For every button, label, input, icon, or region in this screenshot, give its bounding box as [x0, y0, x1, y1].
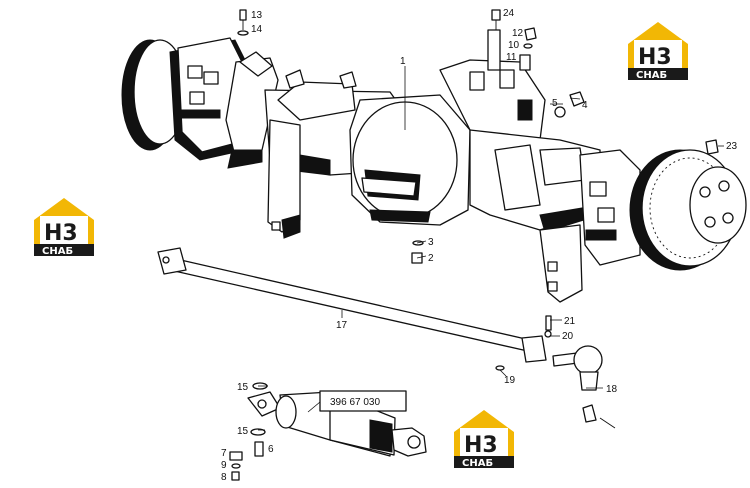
logo-mark: Н3 [638, 45, 672, 70]
callout-7: 7 [221, 448, 227, 459]
callout-15-bottom: 15 [237, 426, 249, 437]
callout-4: 4 [582, 100, 588, 111]
callout-18: 18 [606, 384, 618, 395]
logo-mark: Н3 [464, 433, 498, 458]
callout-19: 19 [504, 375, 516, 386]
axle-assembly [121, 29, 747, 303]
callout-2: 2 [428, 253, 434, 264]
callout-9: 9 [221, 460, 227, 471]
callout-17: 17 [336, 320, 348, 331]
callout-3: 3 [428, 237, 434, 248]
logo-mark: Н3 [44, 221, 78, 246]
callout-23: 23 [726, 141, 738, 152]
callout-14: 14 [251, 24, 263, 35]
callout-15-top: 15 [237, 382, 249, 393]
callouts: 1 2 3 4 5 6 7 8 9 10 11 12 13 14 15 15 1… [221, 8, 738, 483]
callout-12: 12 [512, 28, 524, 39]
part-number-label: 396 67 030 [330, 397, 380, 408]
leader-lines [258, 66, 724, 431]
callout-8: 8 [221, 472, 227, 483]
logo-name: СНАБ [462, 458, 493, 469]
callout-5: 5 [552, 98, 558, 109]
callout-11: 11 [506, 52, 517, 63]
callout-24: 24 [503, 8, 515, 19]
logo-name: СНАБ [636, 70, 667, 81]
callout-10: 10 [508, 40, 520, 51]
callout-21: 21 [564, 316, 576, 327]
callout-6: 6 [268, 444, 274, 455]
callout-20: 20 [562, 331, 574, 342]
watermark-logo-left: Н3 СНАБ [34, 198, 94, 257]
logo-name: СНАБ [42, 246, 73, 257]
callout-13: 13 [251, 10, 263, 21]
steering-cylinder: 396 67 030 [229, 382, 427, 481]
watermark-logo-bottom: Н3 СНАБ [454, 410, 514, 469]
tie-rod [157, 247, 552, 371]
ball-joint [552, 345, 616, 429]
callout-1: 1 [400, 56, 406, 67]
part-number-box [319, 390, 407, 412]
watermark-logo-top-right: Н3 СНАБ [628, 22, 688, 81]
